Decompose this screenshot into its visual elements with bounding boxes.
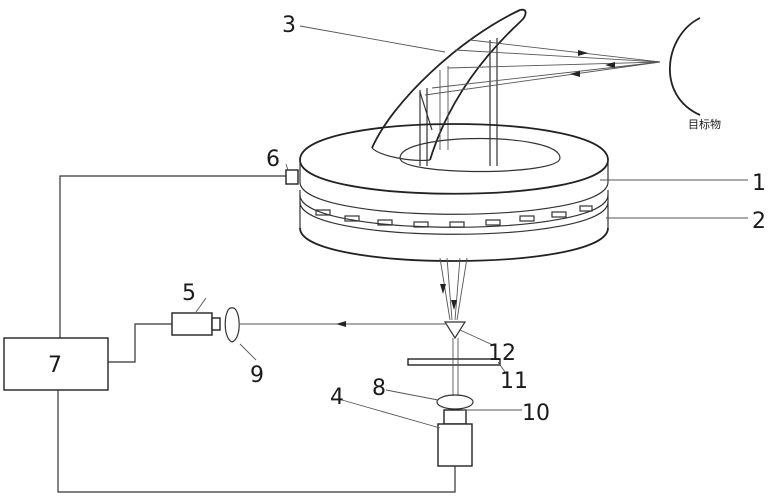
upper-ring-1 (299, 123, 609, 215)
label-5: 5 (182, 281, 196, 306)
reflector-3 (371, 8, 527, 166)
label-1: 1 (752, 171, 766, 196)
arrow-icon (605, 62, 615, 68)
label-3: 3 (282, 13, 296, 38)
sensor-6 (285, 169, 299, 185)
label-target: 目标物 (688, 117, 721, 131)
camera-4 (437, 409, 473, 467)
prism-12 (443, 321, 467, 340)
arrow-icon (440, 284, 446, 294)
label-7: 7 (48, 353, 62, 378)
lens-9 (224, 307, 240, 343)
arrow-icon (451, 300, 457, 310)
label-8: 8 (372, 376, 386, 401)
target-object-arc (668, 17, 701, 116)
controller-7 (3, 337, 109, 391)
connection-wires (57, 175, 456, 493)
arrow-icon (570, 71, 580, 77)
lens-8 (436, 394, 474, 410)
downward-beams (439, 257, 468, 321)
arrow-icon (578, 50, 588, 56)
lower-ring-2 (299, 190, 609, 262)
device-5 (171, 312, 221, 336)
plate-11 (407, 358, 501, 366)
label-9: 9 (250, 363, 264, 388)
label-10: 10 (522, 401, 550, 426)
label-4: 4 (330, 385, 344, 410)
label-2: 2 (752, 209, 766, 234)
label-12: 12 (488, 341, 516, 366)
label-11: 11 (500, 369, 528, 394)
target-rays (424, 39, 661, 96)
arrow-icon (336, 321, 346, 327)
label-6: 6 (266, 147, 280, 172)
leader-lines (195, 25, 748, 429)
